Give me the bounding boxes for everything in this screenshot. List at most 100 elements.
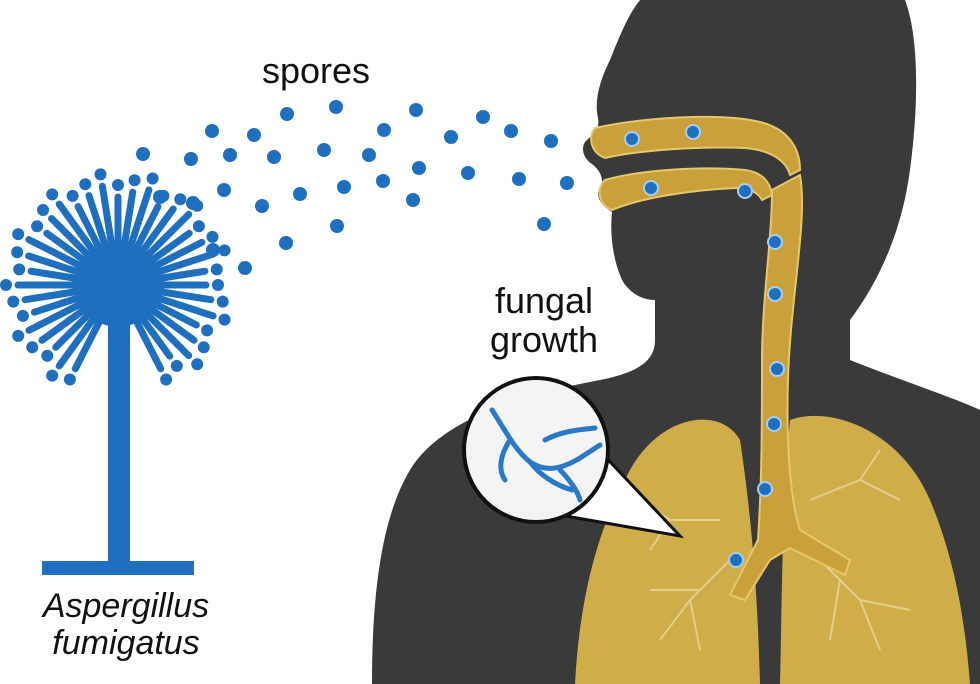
conidium	[197, 341, 210, 354]
airborne-spore	[267, 150, 281, 164]
phialide-ray	[150, 299, 200, 329]
airborne-spore	[504, 124, 518, 138]
conidium	[7, 295, 20, 308]
inhaled-spore	[766, 416, 782, 432]
inhaled-spore	[767, 286, 783, 302]
conidium	[191, 199, 204, 212]
phialide-ray	[150, 238, 206, 271]
fungal-growth-line-1: fungal	[494, 280, 594, 321]
phialide-ray	[152, 250, 217, 277]
airborne-spore	[512, 172, 526, 186]
magnifier-circle	[462, 376, 610, 524]
hyphae-icon	[489, 407, 603, 503]
airborne-spore	[317, 143, 331, 157]
conidium	[0, 279, 12, 291]
airborne-spore	[362, 148, 376, 162]
inhaled-spore	[643, 180, 659, 196]
magnifier-callout-icon	[462, 376, 685, 539]
airborne-spore	[537, 217, 551, 231]
conidium	[216, 295, 229, 308]
airborne-spore	[444, 130, 458, 144]
phialide-ray	[138, 205, 177, 257]
airborne-spore	[544, 134, 558, 148]
conidium	[206, 230, 219, 243]
conidium	[112, 179, 124, 191]
aspergillus-conidiophore-icon	[0, 168, 231, 575]
phialide-ray	[142, 309, 193, 360]
conidium	[46, 188, 59, 201]
phialide-ray	[74, 203, 104, 253]
phialide-ray	[138, 313, 174, 360]
phialide-ray	[55, 313, 98, 370]
phialide-ray	[43, 229, 90, 265]
phialide-ray	[21, 287, 82, 304]
conidium	[160, 373, 173, 386]
right-lung	[780, 415, 970, 684]
inhaled-spore	[767, 234, 783, 250]
airborne-spore	[377, 123, 391, 137]
left-lung	[575, 419, 760, 684]
airborne-spore	[136, 147, 150, 161]
airborne-spore	[280, 107, 294, 121]
inhaled-spore	[769, 361, 785, 377]
airborne-spore	[560, 176, 574, 190]
species-epithet: fumigatus	[52, 623, 200, 662]
conidium	[12, 329, 25, 342]
lungs	[575, 415, 970, 684]
airborne-spore	[247, 128, 261, 142]
phialide-ray	[126, 186, 153, 251]
conidiophore-stalk	[108, 300, 130, 565]
airborne-spore	[205, 124, 219, 138]
conidium	[46, 369, 59, 382]
trachea	[728, 173, 852, 602]
conidium	[16, 309, 29, 322]
inhaled-spores	[624, 124, 785, 568]
airborne-spore	[293, 187, 307, 201]
conidium	[174, 193, 187, 206]
conidium	[66, 189, 79, 202]
species-genus: Aspergillus	[42, 587, 210, 625]
phialide-ray	[25, 236, 86, 271]
conidium	[218, 313, 231, 326]
inhaled-spore	[624, 131, 640, 147]
phialide-ray	[85, 192, 110, 251]
airborne-spore	[412, 161, 426, 175]
airways	[590, 115, 852, 602]
phialide-ray	[25, 299, 86, 334]
phialide-ray	[146, 229, 193, 265]
conidium	[157, 189, 170, 202]
airborne-spore	[461, 166, 475, 180]
inhaled-spore	[757, 481, 773, 497]
airborne-spore	[409, 103, 423, 117]
conidium	[170, 359, 183, 372]
conidium	[13, 263, 26, 276]
airborne-spore	[217, 183, 231, 197]
conidium	[11, 246, 24, 259]
conidium	[12, 228, 25, 241]
phialide-ray	[146, 305, 198, 344]
phialide-ray	[154, 267, 209, 283]
airborne-spore	[376, 174, 390, 188]
phialide-ray	[38, 305, 90, 344]
lung-branches	[639, 449, 911, 651]
conidium	[146, 172, 159, 185]
conidium	[128, 174, 141, 187]
oral-passage	[598, 167, 774, 212]
phialide-ray	[52, 309, 94, 351]
phialide-rays	[0, 168, 231, 386]
conidium	[31, 220, 44, 233]
conidium	[26, 341, 39, 354]
airborne-spore	[330, 219, 344, 233]
airborne-spores	[136, 100, 574, 275]
phialide-ray	[132, 317, 165, 373]
phialide-ray	[152, 293, 217, 320]
fungal-growth-label: fungal growth	[474, 280, 614, 360]
phialide-ray	[71, 317, 104, 373]
phialide-ray	[27, 267, 82, 283]
airborne-spore	[279, 236, 293, 250]
conidium	[212, 279, 224, 291]
airborne-spore	[406, 193, 420, 207]
conidium	[79, 178, 92, 191]
